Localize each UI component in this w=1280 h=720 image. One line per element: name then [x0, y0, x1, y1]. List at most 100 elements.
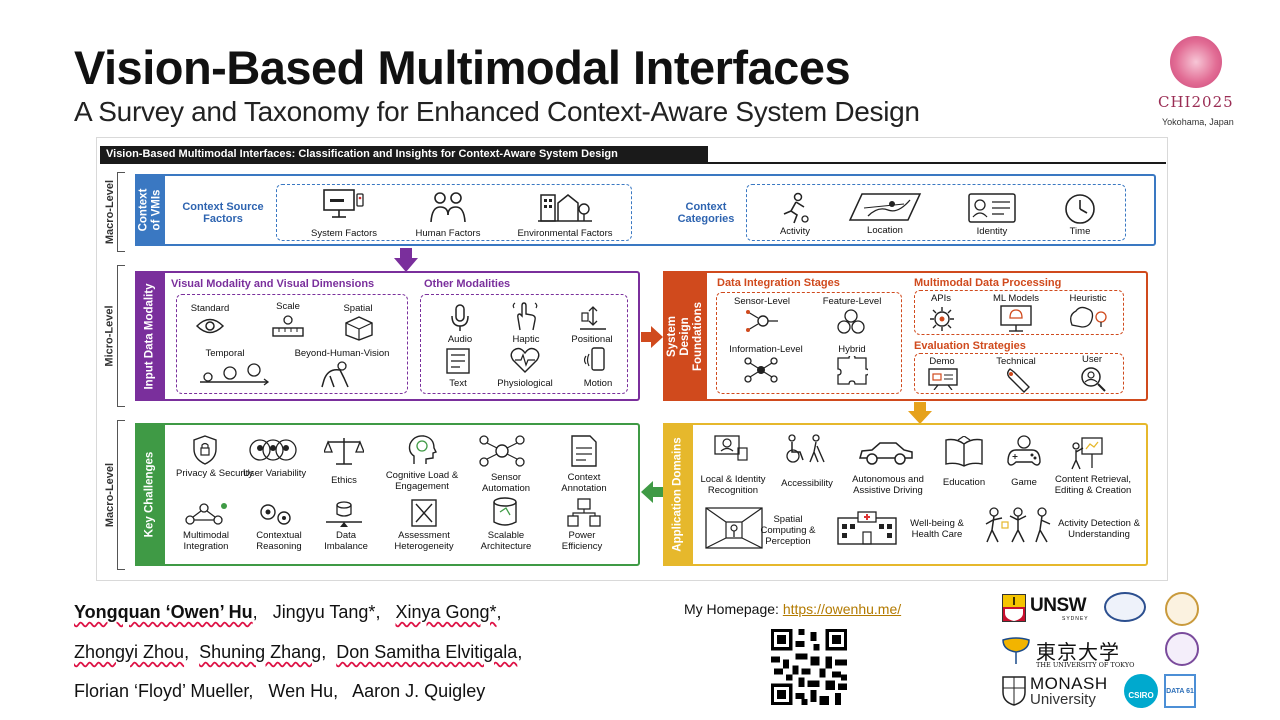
spatial-cube-icon	[344, 315, 374, 341]
sensor-network-icon	[478, 434, 526, 468]
text-icon	[446, 348, 470, 374]
challenge-item: Data Imbalance	[324, 530, 368, 552]
arrow-left-green-icon	[641, 481, 663, 508]
feature-circles-icon	[836, 308, 866, 336]
chi-logo-text: CHI2025	[1158, 93, 1234, 111]
other-modality-item: Text	[449, 378, 467, 389]
context-category-item: Location	[867, 225, 903, 236]
context-categories-box	[746, 184, 1126, 241]
monitor-icon	[322, 188, 364, 222]
author-name: Zhongyi Zhou	[74, 642, 185, 662]
application-item: Well-being & Health Care	[910, 518, 964, 540]
game-controller-icon	[1006, 434, 1042, 468]
page-subtitle: A Survey and Taxonomy for Enhanced Conte…	[74, 96, 920, 127]
macro-bracket-top	[117, 172, 125, 252]
visual-dimension-item: Temporal	[205, 348, 245, 359]
context-category-item: Identity	[976, 226, 1008, 237]
accessibility-icon	[784, 434, 828, 464]
clock-icon	[1064, 193, 1096, 225]
processing-item: Heuristic	[1069, 293, 1107, 304]
annotation-doc-icon	[570, 434, 598, 468]
data-processing-box	[914, 290, 1124, 335]
homepage-line: My Homepage: https://owenhu.me/	[684, 601, 901, 617]
other-modality-item: Positional	[571, 334, 613, 345]
macro-bracket-bottom	[117, 420, 125, 570]
key-challenges-tab: Key Challenges	[135, 423, 165, 566]
csiro-logo: CSIRO	[1124, 674, 1158, 708]
context-source-item: Environmental Factors	[517, 228, 613, 239]
tokyo-ginkgo-icon	[1001, 636, 1031, 666]
hand-touch-icon	[510, 302, 540, 332]
challenge-item: Contextual Reasoning	[256, 530, 302, 552]
hospital-icon	[836, 510, 898, 546]
id-card-icon	[968, 193, 1016, 223]
application-item: Accessibility	[781, 478, 833, 489]
homepage-link[interactable]: https://owenhu.me/	[782, 601, 902, 617]
processing-item: APIs	[930, 293, 952, 304]
level-label-middle: Micro-Level	[104, 305, 117, 367]
monash-shield-icon	[1002, 676, 1026, 706]
integration-stages-box	[716, 292, 902, 394]
author-name: Shuning Zhang	[199, 642, 322, 662]
integration-nodes-icon	[184, 500, 228, 528]
map-icon	[848, 192, 922, 222]
evaluation-item: Technical	[996, 356, 1036, 367]
animal-icon	[318, 360, 352, 388]
other-modalities-label: Other Modalities	[424, 278, 511, 290]
challenge-item: Power Efficiency	[561, 530, 603, 552]
api-gear-icon	[928, 305, 956, 333]
shield-lock-icon	[192, 435, 218, 465]
spatial-room-icon	[704, 506, 764, 550]
application-item: Game	[1011, 477, 1037, 488]
motion-icon	[584, 346, 610, 374]
author-name: Don Samitha Elvitigala	[336, 642, 518, 662]
level-label-top: Macro-Level	[104, 179, 117, 245]
author-line-1: Yongquan ‘Owen’ Hu, Jingyu Tang*, Xinya …	[74, 602, 502, 622]
evaluation-strategies-box	[914, 353, 1124, 394]
author-name: Wen Hu	[268, 681, 334, 701]
author-name: Jingyu Tang*	[272, 602, 376, 622]
presenter-easel-icon	[1070, 436, 1104, 470]
scale-ruler-icon	[272, 314, 304, 340]
challenge-item: Privacy & Security	[176, 468, 254, 479]
timeline-icon	[198, 362, 270, 386]
university-seal-gold-icon	[1165, 592, 1199, 626]
integration-stage-item: Sensor-Level	[734, 296, 790, 307]
heart-pulse-icon	[510, 346, 540, 374]
integration-stages-label: Data Integration Stages	[717, 277, 840, 289]
homepage-label: My Homepage:	[684, 601, 779, 617]
application-item: Content Retrieval, Editing & Creation	[1054, 474, 1132, 496]
university-seal-blue-icon	[1104, 592, 1146, 622]
face-id-icon	[714, 434, 748, 462]
power-circuit-icon	[566, 498, 602, 528]
unsw-logo-text: UNSW	[1030, 595, 1087, 616]
visual-modality-label: Visual Modality and Visual Dimensions	[171, 278, 375, 290]
level-label-bottom: Macro-Level	[104, 462, 117, 528]
challenge-item: Multimodal Integration	[183, 530, 229, 552]
application-item: Education	[942, 477, 986, 488]
other-modalities-box	[420, 294, 628, 394]
author-line-3: Florian ‘Floyd’ Mueller, Wen Hu, Aaron J…	[74, 681, 486, 701]
car-icon	[858, 440, 914, 466]
visual-dimension-item: Beyond-Human-Vision	[294, 348, 390, 359]
author-name: Yongquan ‘Owen’ Hu	[74, 602, 253, 622]
eye-icon	[196, 316, 224, 336]
puzzle-icon	[836, 356, 868, 386]
processing-item: ML Models	[992, 293, 1040, 304]
challenge-item: Assessment Heterogeneity	[394, 530, 454, 552]
unsw-sub-text: SYDNEY	[1062, 616, 1089, 622]
arrow-down-yellow-icon	[908, 402, 932, 429]
context-categories-label: Context Categories	[677, 201, 735, 225]
system-design-tab: System Design Foundations	[663, 271, 707, 401]
microphone-icon	[450, 304, 470, 332]
visual-dimension-item: Standard	[190, 303, 230, 314]
people-icon	[428, 190, 468, 224]
other-modality-item: Motion	[583, 378, 613, 389]
activity-people-icon	[984, 506, 1054, 546]
other-modality-item: Haptic	[512, 334, 540, 345]
visual-dimension-item: Spatial	[343, 303, 373, 314]
context-source-item: Human Factors	[415, 228, 481, 239]
context-category-item: Time	[1069, 226, 1091, 237]
page-title: Vision-Based Multimodal Interfaces	[74, 41, 851, 94]
other-modality-item: Audio	[447, 334, 473, 345]
